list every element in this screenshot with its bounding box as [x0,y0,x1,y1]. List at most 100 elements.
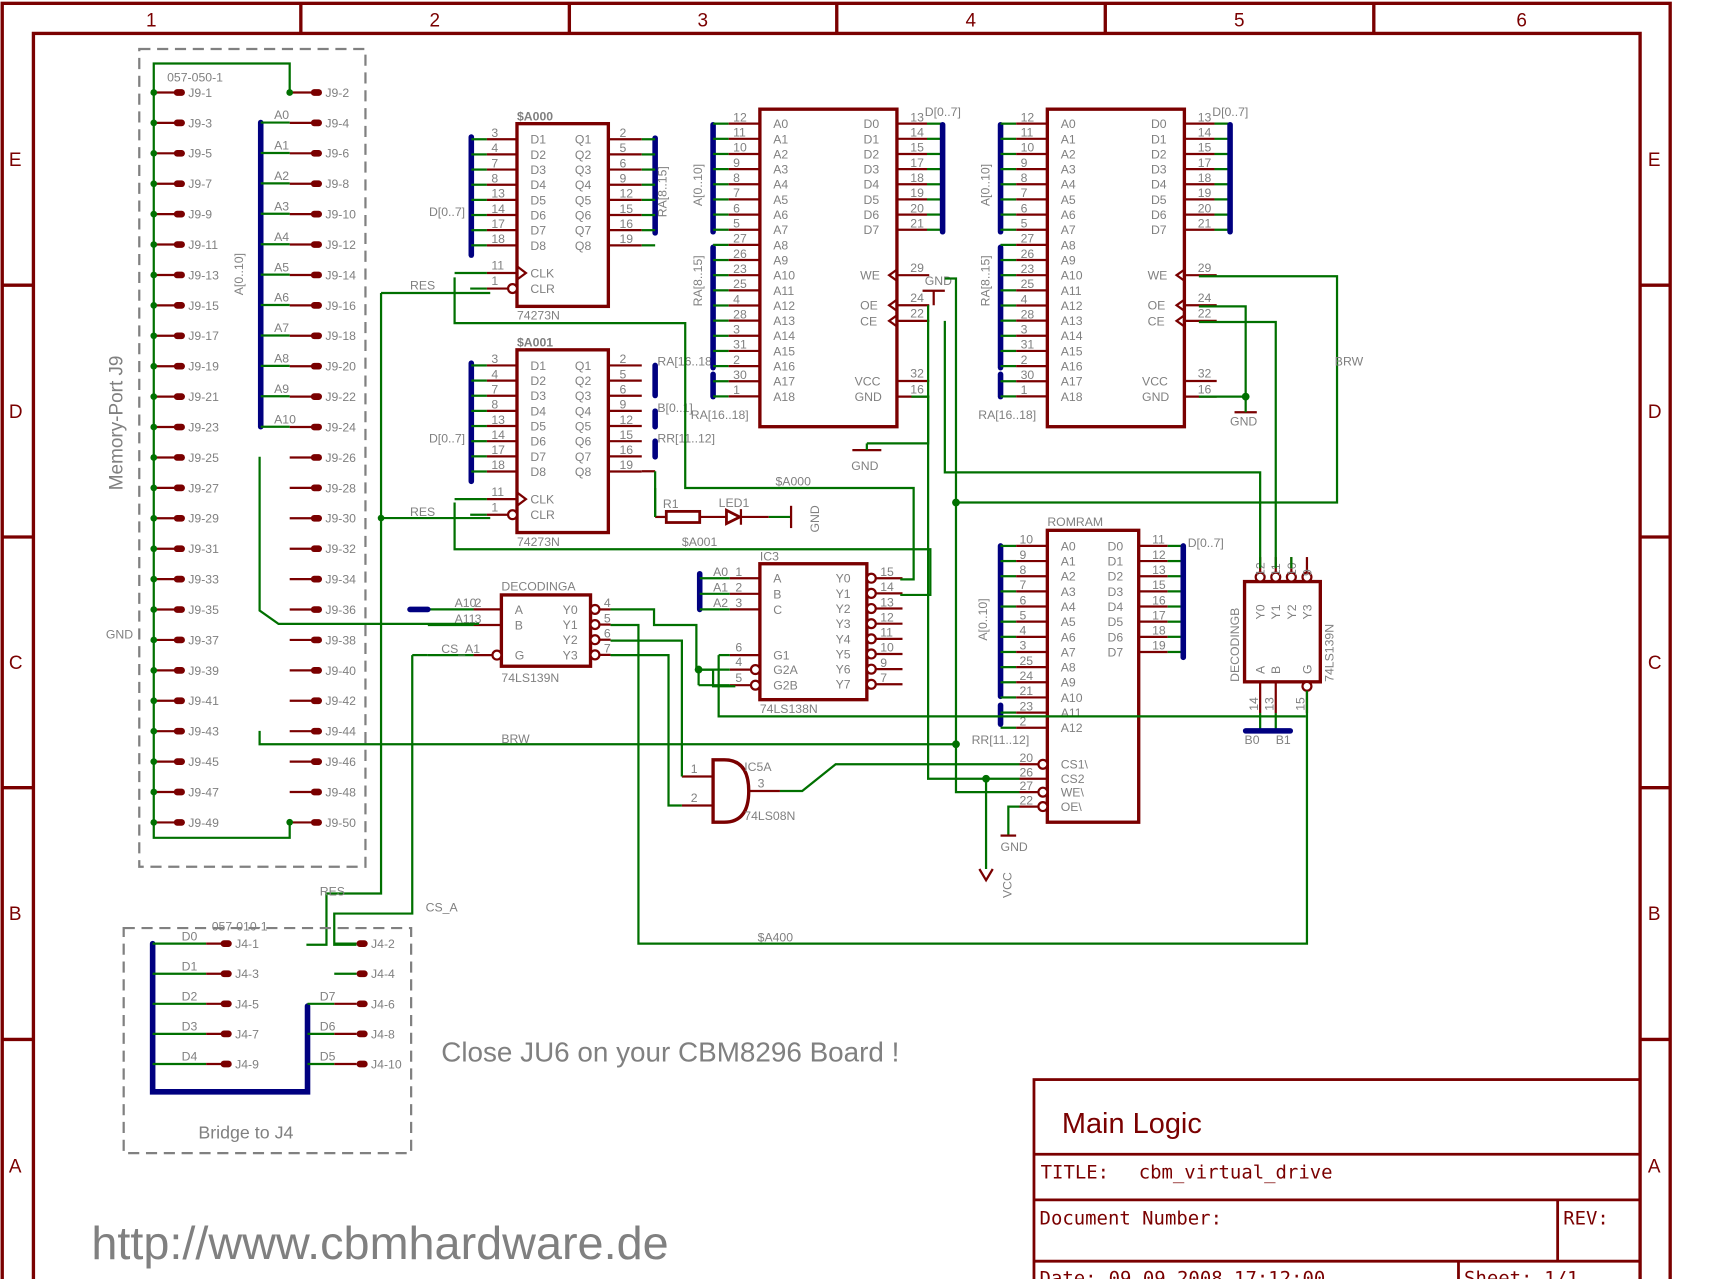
wire [1198,305,1247,398]
pin-number: 16 [1198,382,1212,396]
pin-number: 18 [491,232,505,246]
pin-name: D2 [530,148,546,162]
j9-part-label: 057-050-1 [167,70,223,84]
pin-number: 13 [1152,563,1166,577]
pin-pad [310,393,323,400]
pin-name: A [515,603,524,617]
pin-name: Y6 [836,663,851,677]
ic-body [1242,579,1322,684]
pin-number: 11 [880,626,893,640]
j9-name-label: Memory-Port J9 [107,356,128,491]
pin-number: 16 [910,382,924,396]
pin-name: Q2 [575,374,592,388]
net-label: A9 [274,382,289,396]
pin-pad [310,210,323,218]
pin-pad [310,819,323,826]
pin-name: A [773,572,782,586]
pin-number: 5 [619,141,626,155]
pin-name: D5 [530,419,546,433]
pin-name: CLK [530,493,555,507]
net-label: D3 [182,1020,198,1034]
pin-pad [173,575,185,583]
pin-name: OE\ [1061,800,1083,814]
pin-number: 16 [1152,593,1166,607]
pin-number: 12 [619,187,633,201]
pin-pad [173,636,185,644]
pin-number: 6 [735,641,742,655]
pin-number: 10 [880,641,894,655]
pin-pad [173,271,185,279]
pin-name: D4 [1108,600,1124,614]
junction [982,774,990,783]
ic5a-and-gate[interactable]: IC5A 74LS08N 1 2 3 [681,758,795,824]
net-brw-label: BRW [501,732,530,746]
pin-label: J9-25 [188,451,219,465]
pin-name: Q1 [575,359,592,373]
pin-pad [173,484,185,492]
pin-name: A12 [773,299,795,313]
connector-j9[interactable]: 057-050-1 Memory-Port J9 GND A[0..10] J9… [106,47,367,868]
pin-name: A18 [1061,390,1083,404]
bus-label: RR[11..12] [972,733,1030,747]
pin-number: 30 [1021,368,1035,382]
pin-name: D7 [1108,645,1124,659]
pin-number: 1 [733,383,740,397]
pin-number: 24 [910,291,924,305]
net-label: A1 [274,139,289,153]
pin-number: 15 [1152,578,1166,592]
pin-number: 19 [1152,639,1166,653]
pin-name: A1 [1061,132,1076,146]
pin-name: Y4 [836,632,851,646]
pin-number: 23 [1019,699,1033,713]
pin-label: J9-28 [325,481,356,495]
gnd-wire [152,92,291,839]
pin-name: Q5 [575,193,592,207]
pin-number: 8 [1021,171,1028,185]
pin-name: D2 [530,374,546,388]
pin-number: 15 [619,428,633,442]
pin-pad [173,119,185,127]
ic-body [758,107,899,429]
r1-label: R1 [663,497,679,511]
j4-pin-list: D0J4-1D1J4-3D2J4-5D3J4-7D4J4-9J4-2J4-4D7… [152,929,402,1071]
frame-row-label: C [1648,653,1662,674]
bus-label: RA[16..18] [691,408,749,422]
net-label: D4 [182,1050,198,1064]
net-label: D5 [320,1050,336,1064]
net-label: A11 [455,612,476,626]
pin-number: 29 [910,261,924,275]
pin-number: 4 [1019,624,1026,638]
pin-name: A8 [1061,238,1076,252]
pin-name: A11 [1061,706,1082,720]
pin-number: 14 [1247,697,1261,711]
pin-number: 11 [1269,563,1283,576]
led-icon [725,508,743,526]
pin-name: D4 [530,178,546,192]
net-label: A2 [274,169,289,183]
connector-j4[interactable]: 057-010-1 Bridge to J4 D0J4-1D1J4-3D2J4-… [122,919,413,1155]
pin-number: 15 [619,202,633,216]
ic-part: 74LS138N [760,702,818,716]
pin-name: A4 [773,178,788,192]
inverter-bubble [865,648,877,660]
pin-number: 27 [733,232,747,246]
wires: VCC GND BRW BRW RES CS_A $A400 RES RES [258,275,1364,946]
website-url[interactable]: http://www.cbmhardware.de [91,1217,668,1269]
pin-pad [310,241,323,248]
pin-label: J9-44 [325,725,356,739]
wire-brw2 [955,275,1339,504]
part-number: 74273N [517,535,560,549]
doc-number-label: Document Number: [1040,1207,1222,1229]
pin-pad [310,606,323,613]
pin-number: 30 [733,368,747,382]
pin-label: J4-7 [235,1027,259,1041]
